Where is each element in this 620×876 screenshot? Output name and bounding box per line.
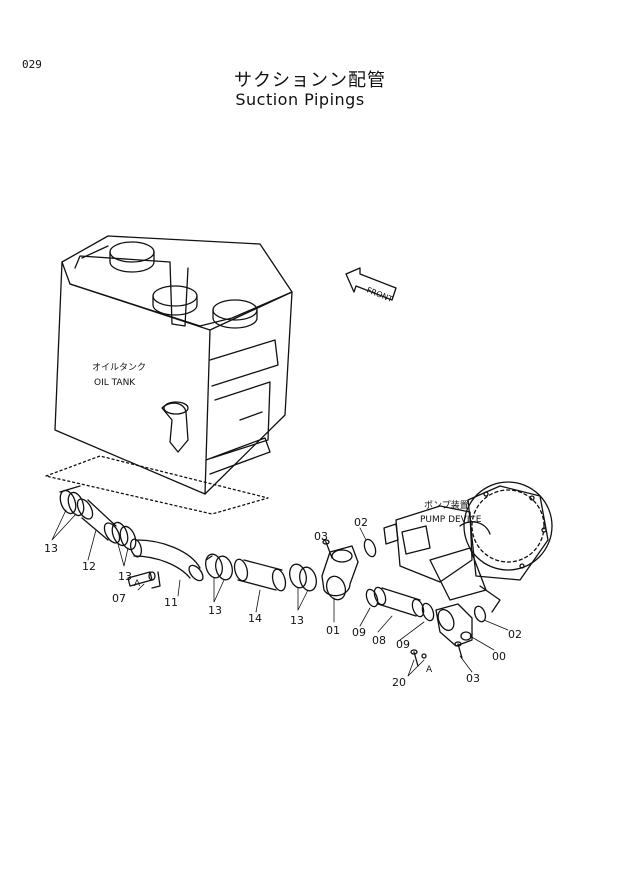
leader-lines	[51, 509, 509, 677]
part-number-08: 08	[372, 634, 386, 647]
bolt-03-bottom	[454, 641, 463, 659]
suction-pipe-11	[129, 538, 204, 589]
part-number-01: 01	[326, 624, 340, 637]
o-ring-02-right	[473, 605, 487, 623]
part-number-13-d: 13	[290, 614, 304, 627]
part-number-03-top: 03	[314, 530, 328, 543]
part-number-13-mid: 13	[118, 570, 132, 583]
part-number-02-top: 02	[354, 516, 368, 529]
detail-marker-a-left: A	[134, 579, 141, 589]
part-number-09-a: 09	[352, 626, 366, 639]
o-ring-02-top	[363, 538, 377, 558]
part-number-00: 00	[492, 650, 506, 663]
detail-marker-a-right: A	[426, 665, 433, 675]
part-number-07: 07	[112, 592, 126, 605]
page-number: 029	[22, 58, 42, 71]
o-ring-09-b	[421, 602, 435, 622]
oil-tank-label-japanese: オイルタンク	[92, 362, 146, 373]
hose-clamp-13-left	[59, 485, 85, 517]
hose-clamp-13-c	[205, 553, 233, 581]
bolt-20	[410, 649, 427, 667]
pump-device-label: PUMP DEVICE	[420, 515, 482, 525]
part-number-14: 14	[248, 612, 262, 625]
pump-device-label-japanese: ポンプ装置	[424, 499, 469, 511]
flange-elbow-01	[321, 545, 359, 601]
part-number-20: 20	[392, 676, 406, 689]
pump-device	[383, 481, 553, 613]
bolt-07	[127, 571, 156, 587]
part-number-02-right: 02	[508, 628, 522, 641]
oil-tank-label: OIL TANK	[94, 378, 136, 388]
pipe-08	[373, 586, 425, 618]
page-title-japanese: サクションン配管	[234, 70, 386, 91]
bolt-03-top	[322, 539, 333, 559]
oil-tank	[45, 235, 293, 515]
page-title-english: Suction Pipings	[235, 90, 365, 109]
front-label: FRONT	[365, 286, 394, 305]
flange-elbow-00	[435, 603, 473, 647]
part-number-13-c: 13	[208, 604, 222, 617]
part-number-13-left: 13	[44, 542, 58, 555]
o-ring-09-a	[365, 588, 379, 608]
hose-clamp-13-mid	[111, 521, 137, 551]
part-number-11: 11	[164, 596, 178, 609]
part-number-03-bottom: 03	[466, 672, 480, 685]
front-arrow-icon: FRONT	[345, 267, 397, 305]
part-number-09-b: 09	[396, 638, 410, 651]
hose-clamp-13-d	[289, 563, 317, 592]
hose-12	[76, 498, 121, 544]
part-number-12: 12	[82, 560, 96, 573]
hose-14	[233, 558, 287, 592]
